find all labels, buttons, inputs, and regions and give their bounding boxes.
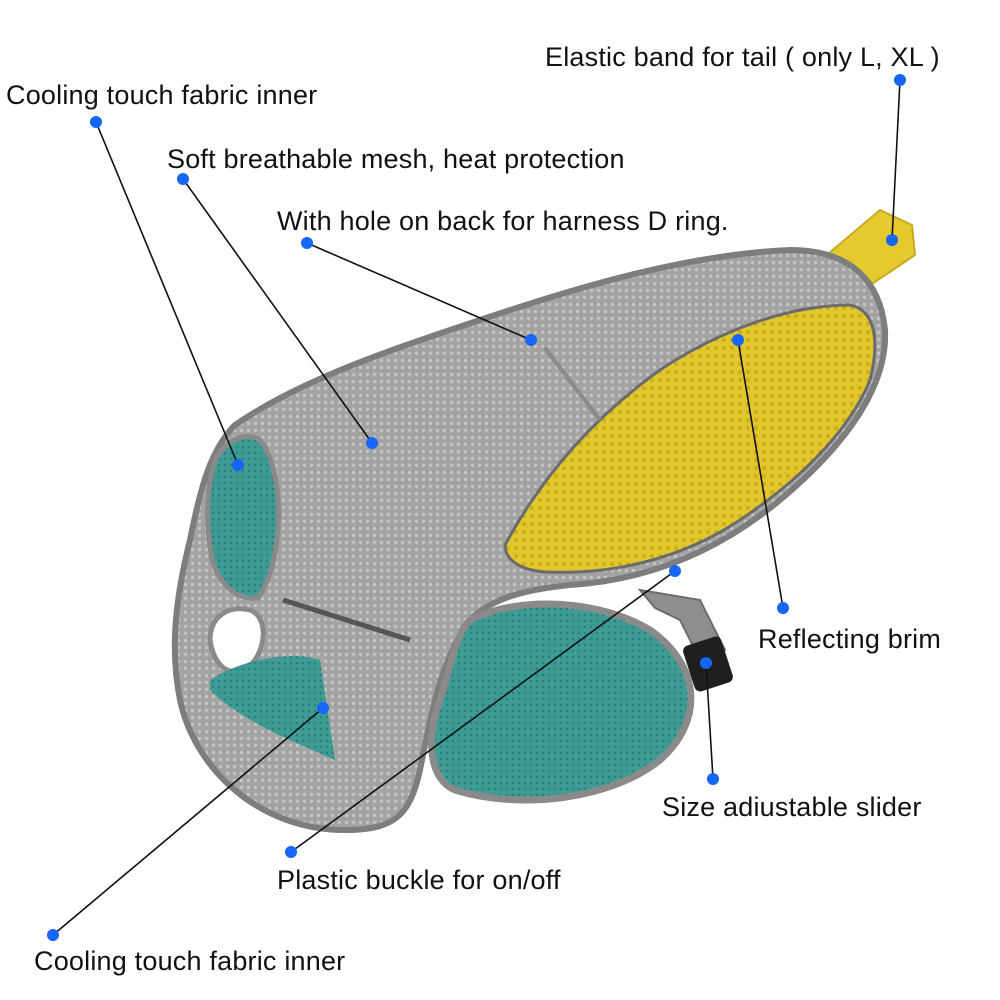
chest-lining (210, 656, 335, 760)
label-cooling-inner-bottom: Cooling touch fabric inner (34, 946, 346, 976)
harness-slot (543, 346, 602, 422)
dot-cooling-bottom-label (47, 929, 59, 941)
label-plastic-buckle: Plastic buckle for on/off (277, 865, 561, 895)
leader-line-cooling-bottom (52, 707, 324, 936)
rear-leg-opening (428, 600, 695, 804)
label-reflecting-brim: Reflecting brim (758, 624, 942, 654)
leader-line-reflecting-brim (737, 339, 784, 609)
neck-opening-lining (205, 433, 281, 601)
label-size-slider: Size adiustable slider (662, 792, 922, 822)
dot-cooling-bottom (317, 702, 329, 714)
leader-line-elastic-band (891, 79, 901, 241)
leader-line-size-slider (705, 662, 714, 780)
chest-zipper (282, 597, 411, 643)
dot-reflecting-brim-label (777, 602, 789, 614)
dot-cooling-top (232, 459, 244, 471)
dot-soft-mesh-label (177, 173, 189, 185)
leader-line-soft-mesh (182, 178, 373, 444)
dot-elastic-band-label (894, 74, 906, 86)
label-soft-mesh: Soft breathable mesh, heat protection (167, 144, 625, 174)
leader-line-cooling-top (95, 121, 239, 466)
front-leg-opening (207, 606, 266, 675)
dot-harness-hole-label (301, 237, 313, 249)
dot-plastic-buckle-label (285, 846, 297, 858)
label-harness-hole: With hole on back for harness D ring. (277, 206, 729, 236)
leader-line-harness-hole (306, 242, 532, 341)
label-cooling-inner-top: Cooling touch fabric inner (6, 80, 318, 110)
dot-cooling-top-label (90, 116, 102, 128)
dot-reflecting-brim (732, 334, 744, 346)
callout-dots (47, 74, 906, 941)
dot-size-slider (700, 657, 712, 669)
dot-elastic-band (886, 234, 898, 246)
dot-plastic-buckle (669, 565, 681, 577)
leader-lines (52, 79, 901, 936)
leader-line-plastic-buckle (290, 570, 676, 853)
yellow-lining (503, 303, 877, 574)
dot-size-slider-label (707, 773, 719, 785)
dot-harness-hole (525, 334, 537, 346)
label-elastic-band: Elastic band for tail ( only L, XL ) (545, 42, 940, 72)
dot-soft-mesh (366, 437, 378, 449)
